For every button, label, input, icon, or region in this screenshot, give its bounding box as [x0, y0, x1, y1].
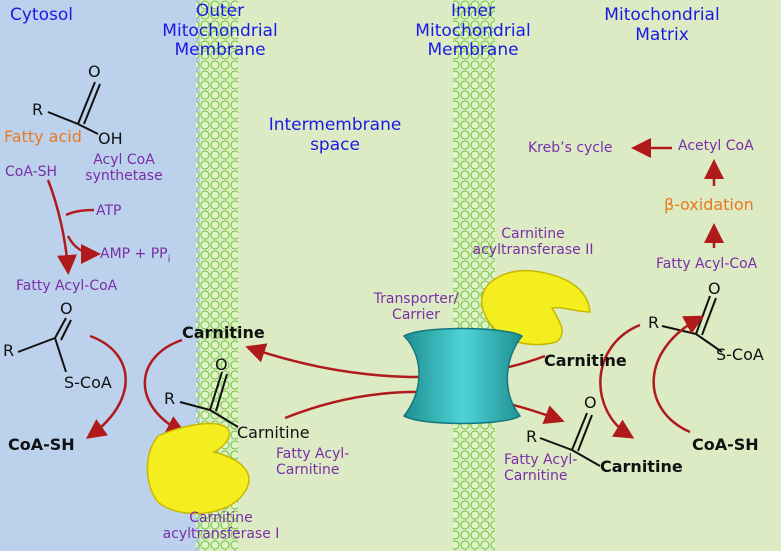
cpt2-enzyme — [481, 269, 591, 346]
transporter-protein — [402, 327, 524, 425]
carnitine-cytosol-label: Carnitine — [182, 323, 265, 342]
intermembrane-title: Intermembrane space — [268, 115, 402, 155]
cpt1-arrows — [85, 334, 187, 439]
fatty-acyl-carnitine-ims-label: Fatty Acyl- Carnitine — [276, 446, 350, 479]
fatty-acid-label: Fatty acid — [4, 127, 82, 146]
acyl-carnitine-outer-label: Carnitine — [237, 423, 310, 442]
acyl-carnitine-o-atom-outer: O — [215, 355, 228, 374]
acyl-carnitine-matrix-label: Carnitine — [600, 457, 683, 476]
fa-o-atom: O — [88, 62, 101, 81]
acyl-carnitine-o-atom-matrix: O — [584, 393, 597, 412]
amp-ppi-label: AMP + PPi — [100, 246, 171, 265]
acyl-coa-r-group: R — [3, 341, 15, 360]
inner-membrane-title: Inner Mitochondrial Membrane — [415, 1, 531, 61]
acyl-coa-synthetase-label: Acyl CoA synthetase — [85, 152, 163, 185]
acyl-coa-r-group-matrix: R — [648, 313, 660, 332]
acyl-carnitine-structure-matrix — [539, 412, 601, 467]
coa-sh-released-cytosol: CoA-SH — [8, 435, 75, 454]
carnitine-matrix-label: Carnitine — [544, 351, 627, 370]
outer-membrane-title: Outer Mitochondrial Membrane — [162, 1, 278, 61]
transporter-label: Transporter/ Carrier — [373, 291, 459, 324]
acyl-coa-structure — [17, 317, 72, 373]
atp-label: ATP — [96, 203, 122, 219]
cpt2-label: Carnitine acyltransferase II — [472, 226, 594, 259]
fa-r-group: R — [32, 100, 44, 119]
fatty-acyl-carnitine-matrix-label: Fatty Acyl- Carnitine — [504, 452, 578, 485]
cpt2-arrows — [599, 315, 705, 439]
acyl-coa-o-atom-matrix: O — [708, 279, 721, 298]
fatty-acyl-coa-matrix-label: Fatty Acyl-CoA — [656, 256, 758, 272]
activation-arrows — [46, 179, 101, 275]
beta-oxidation-arrows — [631, 138, 724, 248]
matrix-title: Mitochondrial Matrix — [604, 5, 720, 45]
fa-oh-group: OH — [98, 129, 123, 148]
acyl-coa-o-atom: O — [60, 299, 73, 318]
fatty-acid-structure — [47, 81, 101, 135]
acyl-carnitine-r-group-matrix: R — [526, 427, 538, 446]
fatty-acyl-coa-cytosol-label: Fatty Acyl-CoA — [16, 278, 118, 294]
coa-sh-matrix-label: CoA-SH — [692, 435, 759, 454]
acyl-carnitine-structure-outer — [179, 371, 239, 428]
acyl-coa-s-coa-label: S-CoA — [64, 373, 112, 392]
coa-sh-reactant: CoA-SH — [5, 164, 58, 180]
cpt1-enzyme — [146, 422, 250, 515]
cytosol-title: Cytosol — [10, 5, 73, 25]
krebs-cycle-label: Kreb’s cycle — [528, 140, 613, 156]
acetyl-coa-label: Acetyl CoA — [678, 138, 754, 154]
acyl-carnitine-r-group-outer: R — [164, 389, 176, 408]
beta-oxidation-label: β-oxidation — [664, 195, 754, 214]
cpt1-label: Carnitine acyltransferase I — [162, 510, 280, 543]
inner-membrane — [453, 0, 495, 551]
acyl-coa-s-coa-matrix: S-CoA — [716, 345, 764, 364]
